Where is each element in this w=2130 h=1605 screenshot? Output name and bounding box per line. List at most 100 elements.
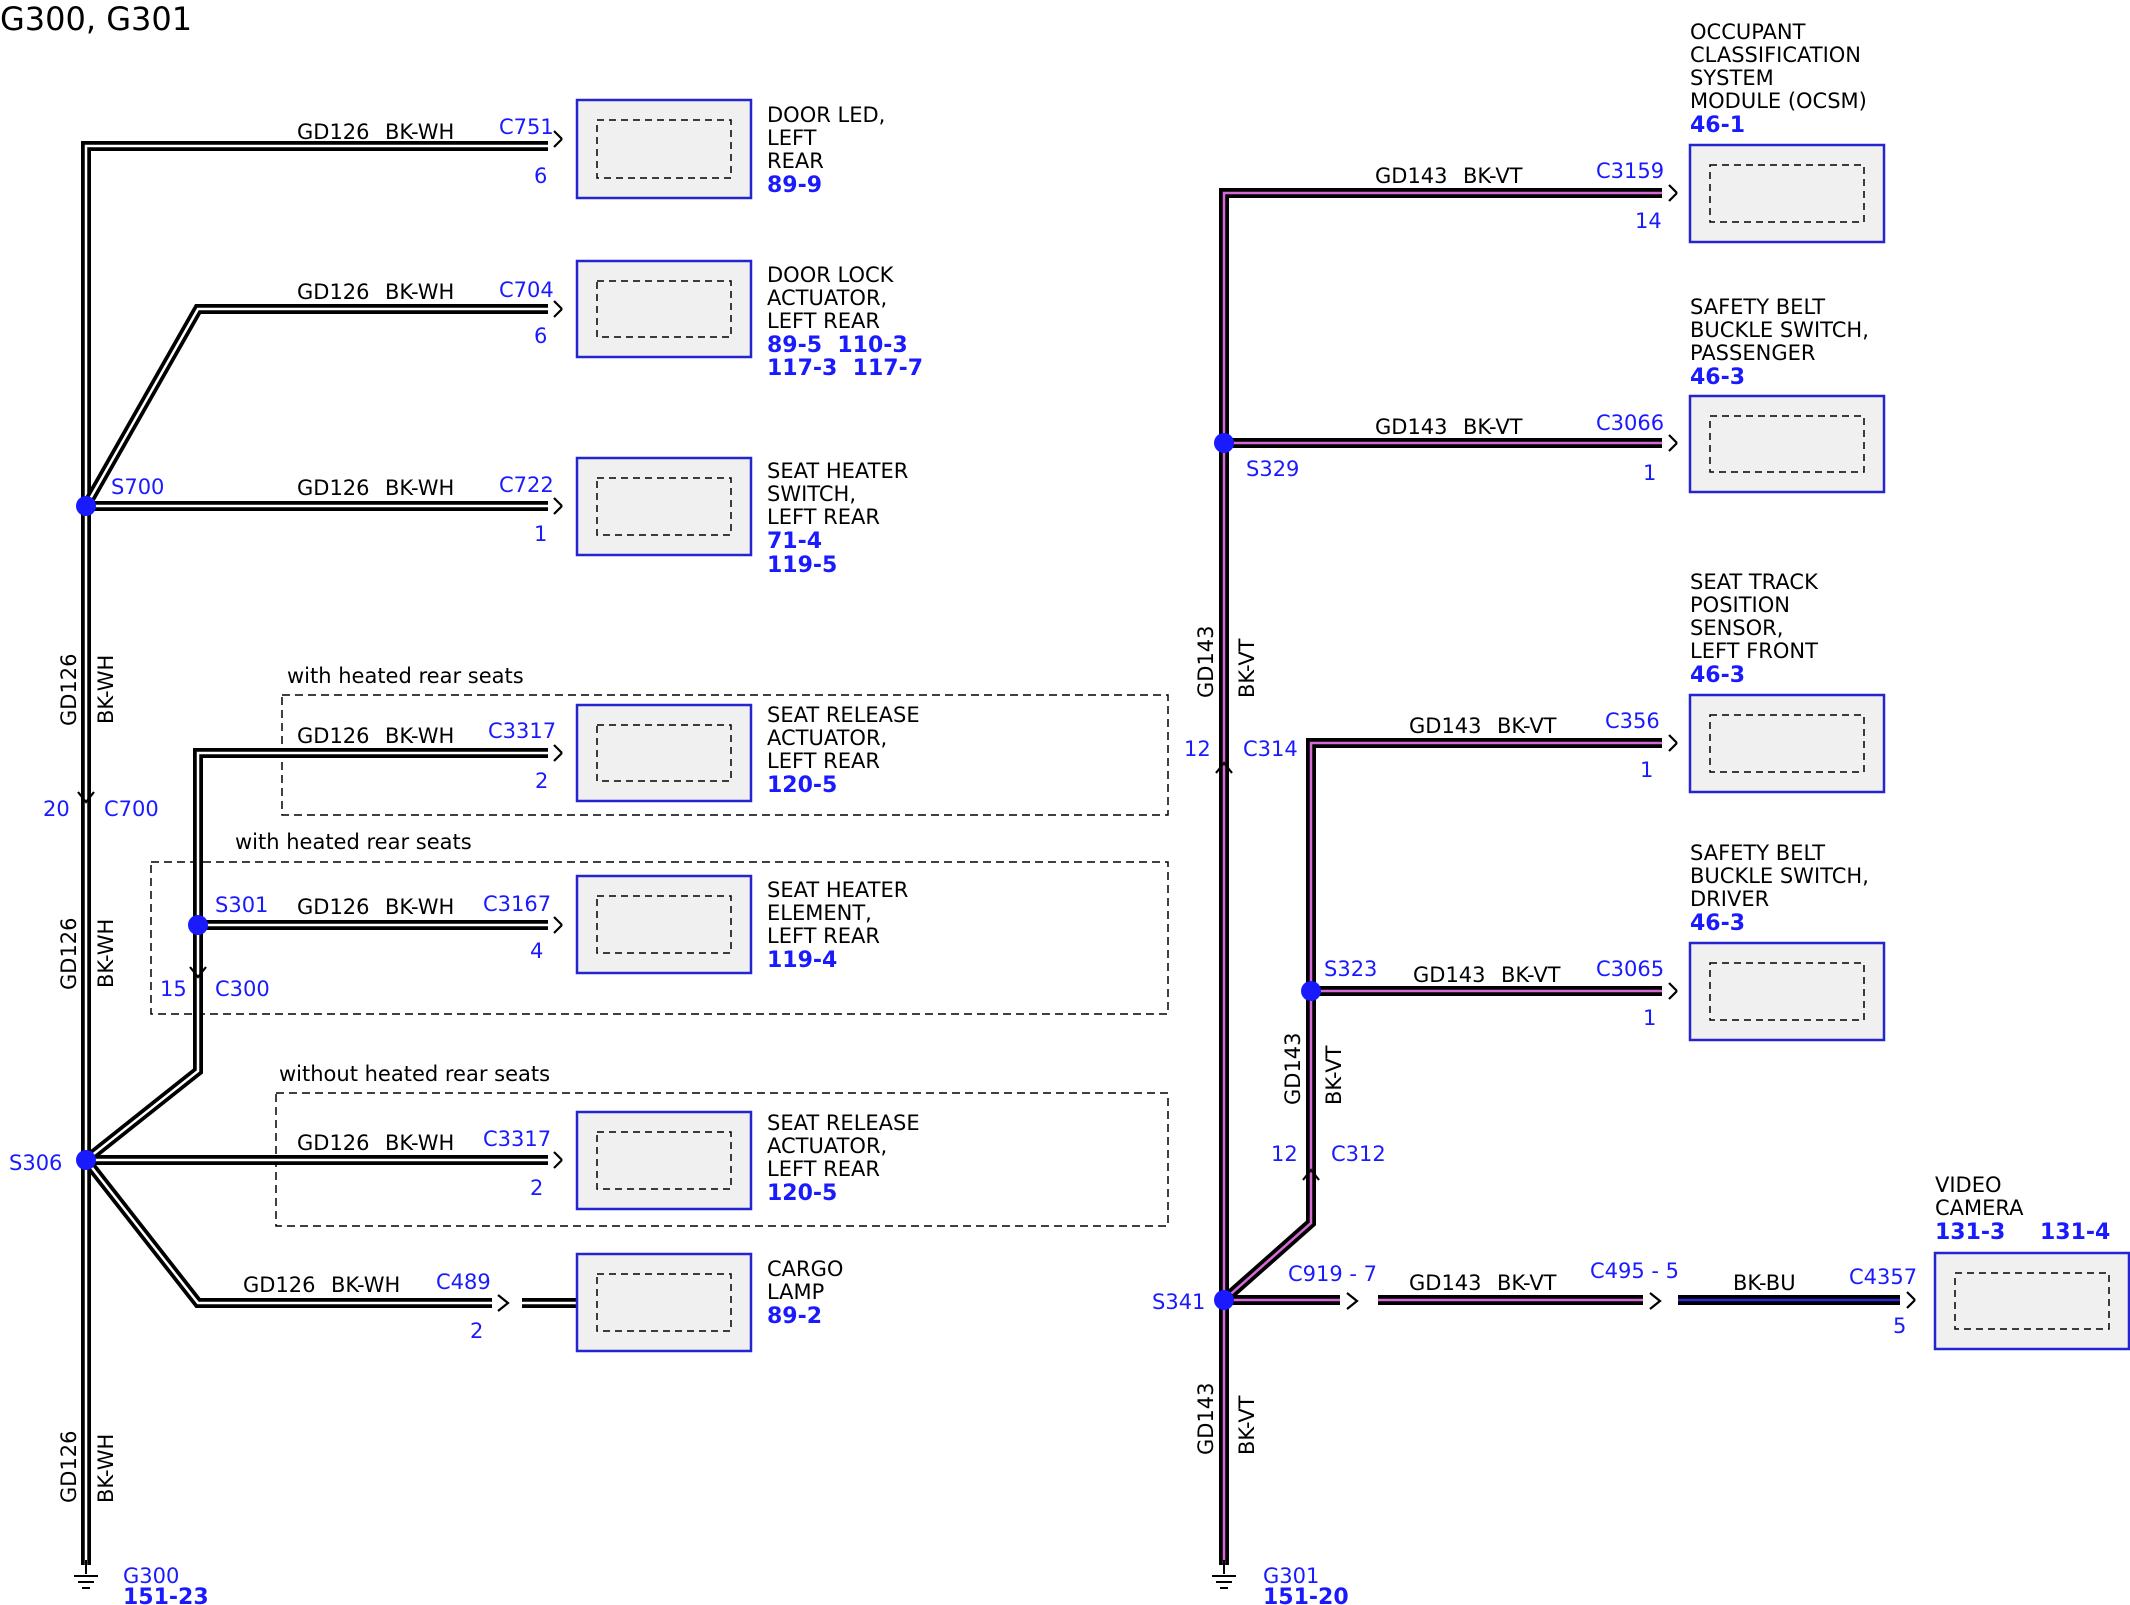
connector-label-c3065: C3065	[1596, 957, 1664, 981]
component-cargo-lamp[interactable]	[575, 1252, 753, 1353]
wire-color-label: BK-WH	[331, 1273, 400, 1297]
wire-c356	[1220, 738, 1662, 1304]
connector-label-c489: C489	[436, 1270, 491, 1294]
component-video-camera[interactable]	[1933, 1251, 2130, 1351]
inline-connector-label-c919: C919 - 7	[1288, 1262, 1377, 1286]
inline-connector-label-c700: C700	[104, 797, 159, 821]
page-ref-link[interactable]: 71-4	[767, 529, 822, 554]
page-ref-link[interactable]: 46-1	[1690, 113, 1745, 138]
component-name-line: LEFT REAR	[767, 309, 880, 333]
connector-label-c3167: C3167	[483, 892, 551, 916]
wire-circuit-label: GD143	[1409, 1271, 1482, 1295]
connector-arrow-c704	[553, 300, 563, 318]
component-door-led-left-rear[interactable]	[575, 98, 753, 200]
connector-arrow-c3167	[553, 916, 563, 934]
inline-connector-c489-symbol	[497, 1294, 510, 1312]
component-name-line: DOOR LOCK	[767, 263, 895, 287]
component-label-seat-track-sensor: SEAT TRACK POSITION SENSOR, LEFT FRONT 4…	[1690, 570, 1819, 688]
component-safety-belt-buckle-switch-driver[interactable]	[1688, 941, 1886, 1042]
connector-label-c751: C751	[499, 115, 554, 139]
wire-circuit-label: GD126	[297, 724, 370, 748]
inline-connector-c495-symbol	[1649, 1292, 1662, 1310]
component-label-cargo-lamp: CARGO LAMP 89-2	[767, 1257, 843, 1329]
splice-s700[interactable]	[76, 496, 96, 516]
diagram-title: G300, G301	[0, 0, 192, 38]
component-name-line: SAFETY BELT	[1690, 295, 1825, 319]
splice-s323[interactable]	[1301, 981, 1321, 1001]
component-seat-release-actuator-left-rear-b[interactable]	[575, 1110, 753, 1211]
wire-color-label: BK-WH	[385, 280, 454, 304]
connector-arrow-c356	[1668, 734, 1678, 752]
component-label-seat-heater-element: SEAT HEATER ELEMENT, LEFT REAR 119-4	[767, 878, 908, 973]
page-ref-link[interactable]: 89-9	[767, 173, 822, 198]
component-name-line: CLASSIFICATION	[1690, 43, 1861, 67]
component-ocsm[interactable]	[1688, 143, 1886, 244]
splice-s306[interactable]	[76, 1150, 96, 1170]
component-seat-release-actuator-left-rear-a[interactable]	[575, 703, 753, 803]
component-name-line: DOOR LED,	[767, 103, 885, 127]
wire-color-label: BK-VT	[1235, 1395, 1259, 1455]
page-ref-link[interactable]: 120-5	[767, 1181, 837, 1206]
ground-ref-g300[interactable]: 151-23	[123, 1585, 209, 1605]
splice-s329[interactable]	[1214, 433, 1234, 453]
wire-c704	[81, 304, 548, 509]
component-name-line: CAMERA	[1935, 1196, 2024, 1220]
connector-arrow-c751	[553, 130, 563, 148]
wire-circuit-label: GD143	[1375, 415, 1448, 439]
component-name-line: SAFETY BELT	[1690, 841, 1825, 865]
wire-color-label: BK-WH	[385, 476, 454, 500]
inline-connector-label-c300: C300	[215, 977, 270, 1001]
component-door-lock-actuator-left-rear[interactable]	[575, 259, 753, 359]
component-name-line: BUCKLE SWITCH,	[1690, 864, 1869, 888]
wire-circuit-label: GD126	[57, 1430, 81, 1503]
wire-label-trunk-right-s323: GD143 BK-VT	[1281, 1032, 1346, 1105]
splice-s341[interactable]	[1214, 1290, 1234, 1310]
connector-arrow-c4357	[1906, 1291, 1916, 1309]
page-ref-link[interactable]: 46-3	[1690, 911, 1745, 936]
component-name-line: ELEMENT,	[767, 901, 872, 925]
ground-ref-g301[interactable]: 151-20	[1263, 1585, 1349, 1605]
wire-color-label: BK-VT	[1501, 963, 1561, 987]
component-seat-heater-element-left-rear[interactable]	[575, 874, 753, 975]
component-name-line: VIDEO	[1935, 1173, 2002, 1197]
component-name-line: LEFT REAR	[767, 505, 880, 529]
page-ref-link[interactable]: 120-5	[767, 773, 837, 798]
page-ref-link[interactable]: 131-3	[1935, 1220, 2005, 1245]
connector-arrow-c3317-b	[553, 1151, 563, 1169]
page-ref-link[interactable]: 89-2	[767, 1304, 822, 1329]
pin-label-c3159: 14	[1635, 209, 1662, 233]
pin-label-c3317-b: 2	[530, 1176, 543, 1200]
wire-label-trunk-right-upper: GD143 BK-VT	[1194, 625, 1259, 698]
inline-connector-c312-symbol	[1302, 1168, 1320, 1181]
page-ref-link[interactable]: 46-3	[1690, 663, 1745, 688]
page-ref-link[interactable]: 131-4	[2040, 1220, 2110, 1245]
page-ref-link[interactable]: 117-3 117-7	[767, 356, 923, 381]
wire-circuit-label: GD143	[1194, 1382, 1218, 1455]
ground-g300-symbol	[74, 1560, 98, 1589]
wire-color-label: BK-WH	[94, 655, 118, 724]
wire-label-c704: GD126 BK-WH	[297, 280, 454, 304]
inline-connector-c300-symbol	[189, 966, 207, 979]
pin-label-c751: 6	[534, 164, 547, 188]
pin-label-c356: 1	[1640, 758, 1653, 782]
connector-label-c722: C722	[499, 473, 554, 497]
wire-circuit-label: GD126	[297, 476, 370, 500]
component-safety-belt-buckle-switch-passenger[interactable]	[1688, 394, 1886, 494]
component-name-line: LEFT REAR	[767, 924, 880, 948]
component-name-line: DRIVER	[1690, 887, 1769, 911]
component-label-door-led: DOOR LED, LEFT REAR 89-9	[767, 103, 885, 198]
component-name-line: ACTUATOR,	[767, 726, 887, 750]
connector-label-c3317-a: C3317	[488, 719, 556, 743]
wire-color-label: BK-WH	[94, 1434, 118, 1503]
page-ref-link[interactable]: 46-3	[1690, 365, 1745, 390]
inline-connector-c314-symbol	[1215, 761, 1233, 774]
page-ref-link[interactable]: 89-5 110-3	[767, 333, 908, 358]
splice-s301[interactable]	[188, 915, 208, 935]
component-name-line: SEAT RELEASE	[767, 1111, 920, 1135]
page-ref-link[interactable]: 119-5	[767, 553, 837, 578]
page-ref-link[interactable]: 119-4	[767, 948, 837, 973]
component-label-ocsm: OCCUPANT CLASSIFICATION SYSTEM MODULE (O…	[1690, 20, 1867, 138]
pin-label-c489: 2	[470, 1319, 483, 1343]
component-seat-heater-switch-left-rear[interactable]	[575, 456, 753, 557]
component-seat-track-position-sensor-left-front[interactable]	[1688, 693, 1886, 794]
